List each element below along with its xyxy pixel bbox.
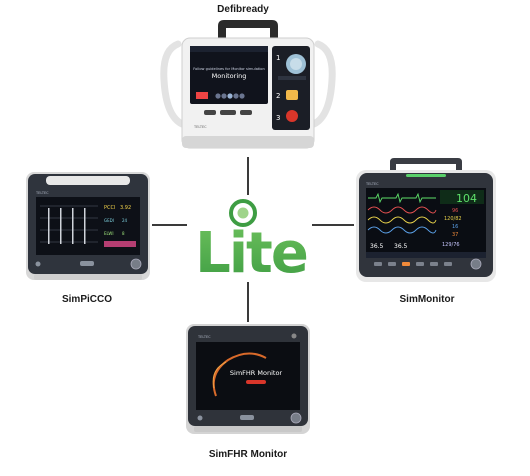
simmonitor-hr: 104 [456, 192, 477, 205]
simmonitor-vital-5: 129/76 [442, 242, 460, 248]
defibready-btn-2: 2 [276, 92, 280, 100]
defibready-screen-title: Monitoring [212, 72, 247, 80]
simfhr-brand: TELTEC [197, 335, 211, 339]
device-label-simmonitor: SimMonitor [399, 294, 455, 305]
lite-logo-dot [237, 207, 249, 219]
simpicco-brand: TELTEC [35, 191, 49, 195]
simmonitor-bottom-1: 36.5 [370, 243, 384, 250]
device-label-defibready: Defibready [217, 4, 269, 15]
device-label-simfhr: SimFHR Monitor [208, 449, 288, 460]
simmonitor-vital-2: 120/82 [444, 216, 462, 222]
connector-right [312, 224, 354, 226]
defibready-btn-3: 3 [276, 114, 280, 122]
simfhr-device[interactable]: TELTEC SimFHR Monitor [186, 324, 310, 434]
defibready-brand: TELTEC [193, 125, 207, 129]
simpicco-value-1: 3.92 [120, 205, 131, 211]
simmonitor-brand: TELTEC [365, 182, 379, 186]
connector-left [152, 224, 187, 226]
device-label-simpicco: SimPiCCO [61, 294, 112, 305]
defibready-btn-1: 1 [276, 54, 280, 62]
simmonitor-vital-4: 37 [452, 232, 458, 238]
simpicco-device[interactable]: TELTEC PCCI 3.92 GEDI 24 ELWI 8 [26, 172, 150, 280]
connector-top [247, 157, 249, 195]
lite-logo-text: Lite [195, 221, 307, 278]
simmonitor-bottom-2: 36.5 [394, 243, 408, 250]
defibready-screen-sub: Follow guidelines for Monitor simulation [193, 67, 265, 71]
simpicco-value-2: 24 [122, 218, 128, 223]
simpicco-readout-3: ELWI [104, 231, 114, 236]
lite-logo: Lite [195, 199, 309, 278]
lite-logo-ring [229, 199, 257, 227]
defibready-device[interactable]: Follow guidelines for Monitor simulation… [158, 20, 338, 150]
simfhr-screen-title: SimFHR Monitor [230, 369, 283, 377]
connector-bottom [247, 282, 249, 322]
simpicco-value-3: 8 [122, 231, 125, 236]
simmonitor-vital-1: 96 [452, 208, 458, 214]
simmonitor-vital-3: 16 [452, 224, 458, 230]
simmonitor-device[interactable]: TELTEC 104 96 120/82 16 37 129/76 36.5 3… [356, 158, 496, 282]
simpicco-readout-2: GEDI [104, 218, 114, 223]
simpicco-readout-1: PCCI [104, 205, 115, 211]
